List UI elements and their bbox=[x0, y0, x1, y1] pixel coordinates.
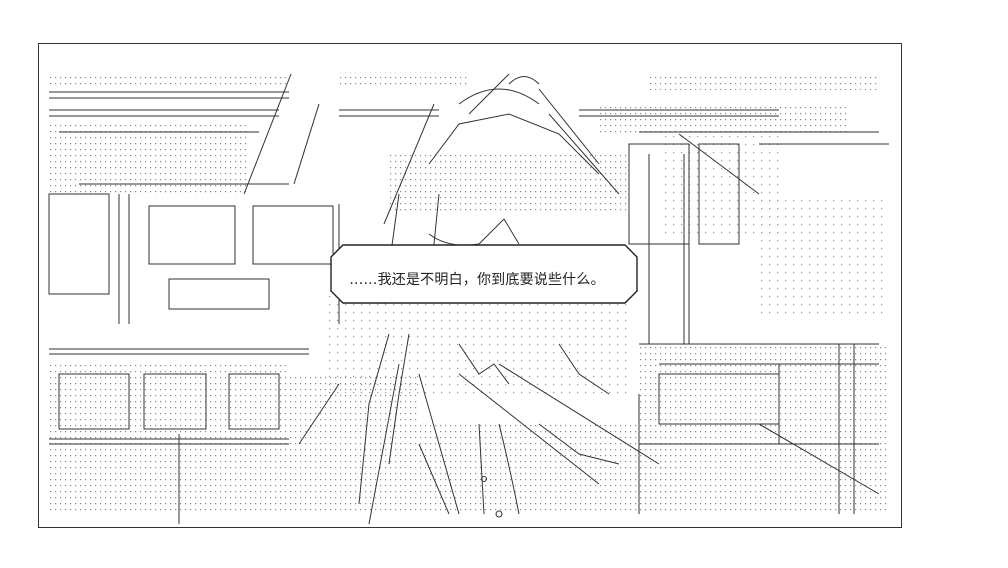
central-figure bbox=[358, 76, 620, 518]
speech-bubble: ……我还是不明白，你到底要说些什么。 bbox=[318, 256, 636, 302]
ascii-art-illustration bbox=[48, 72, 889, 525]
pillars bbox=[118, 154, 855, 524]
ascii-art-panel bbox=[38, 43, 902, 528]
dialogue-text: ……我还是不明白，你到底要说些什么。 bbox=[349, 272, 605, 288]
building-lines bbox=[49, 91, 879, 445]
speech-bubble-shape bbox=[330, 244, 638, 304]
perspective-lines bbox=[243, 73, 889, 525]
